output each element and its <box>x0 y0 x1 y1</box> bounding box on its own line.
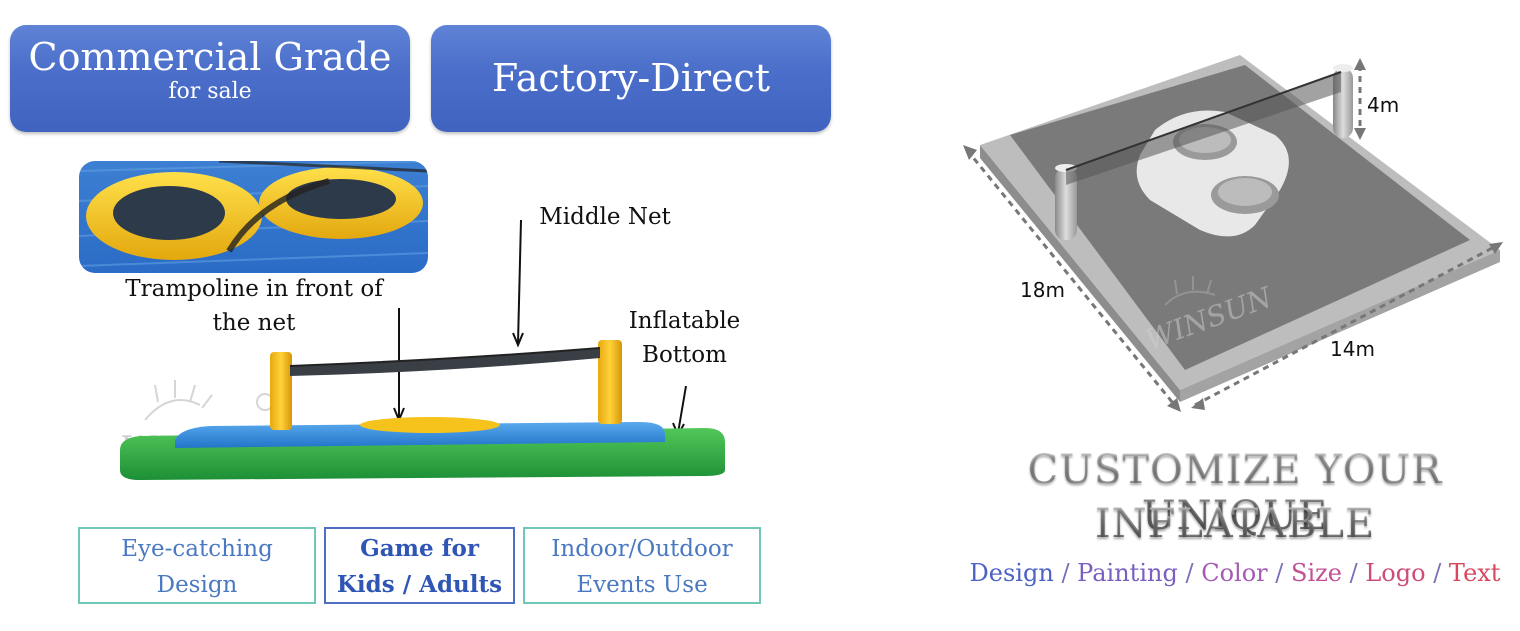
middle-net-arrow <box>517 219 522 344</box>
inflatable-bottom-callout: Inflatable Bottom <box>628 308 741 368</box>
option-separator: / <box>1275 559 1284 587</box>
length-dimension-label: 18m <box>1020 278 1065 302</box>
factory-direct-title: Factory-Direct <box>491 56 771 100</box>
inflatable-volleyball-court-image: WINSUN <box>100 330 740 490</box>
feature-line1: Eye-catching <box>121 536 273 562</box>
trampoline-callout: Trampoline in front of the net <box>125 276 383 336</box>
middle-net-callout: Middle Net <box>539 204 671 230</box>
customize-headline-line2: INFLATABLE <box>940 501 1520 547</box>
width-dimension-label: 14m <box>1330 337 1375 361</box>
feature-line2: Kids / Adults <box>336 571 503 598</box>
option-text: Text <box>1448 559 1501 587</box>
court-dimension-diagram: WINSUN 4m 18m 14m <box>955 50 1515 420</box>
option-separator: / <box>1433 559 1442 587</box>
feature-line2: Events Use <box>576 572 708 598</box>
callout-arrows <box>393 219 687 438</box>
feature-box-eye-catching: Eye-catching Design <box>78 527 316 604</box>
option-separator: / <box>1185 559 1194 587</box>
feature-line2: Design <box>156 572 238 598</box>
option-design: Design <box>969 559 1054 587</box>
option-logo: Logo <box>1365 559 1426 587</box>
option-painting: Painting <box>1077 559 1178 587</box>
customization-options: Design / Painting / Color / Size / Logo … <box>940 555 1520 591</box>
option-size: Size <box>1291 559 1342 587</box>
commercial-grade-banner: Commercial Grade for sale <box>10 25 410 132</box>
option-color: Color <box>1201 559 1268 587</box>
for-sale-subtitle: for sale <box>168 79 252 104</box>
option-separator: / <box>1061 559 1070 587</box>
feature-box-kids-adults: Game for Kids / Adults <box>324 527 515 604</box>
height-dimension-label: 4m <box>1367 93 1399 117</box>
commercial-grade-title: Commercial Grade <box>28 35 392 79</box>
factory-direct-banner: Factory-Direct <box>431 25 831 132</box>
customize-headline-line1: CUSTOMIZE YOUR UNIQUE <box>940 447 1520 539</box>
feature-box-indoor-outdoor: Indoor/Outdoor Events Use <box>523 527 761 604</box>
feature-line1: Game for <box>360 535 479 562</box>
bottom-arrow <box>677 385 687 434</box>
feature-line1: Indoor/Outdoor <box>551 536 733 562</box>
trampoline-closeup-photo <box>79 161 428 273</box>
option-separator: / <box>1349 559 1358 587</box>
